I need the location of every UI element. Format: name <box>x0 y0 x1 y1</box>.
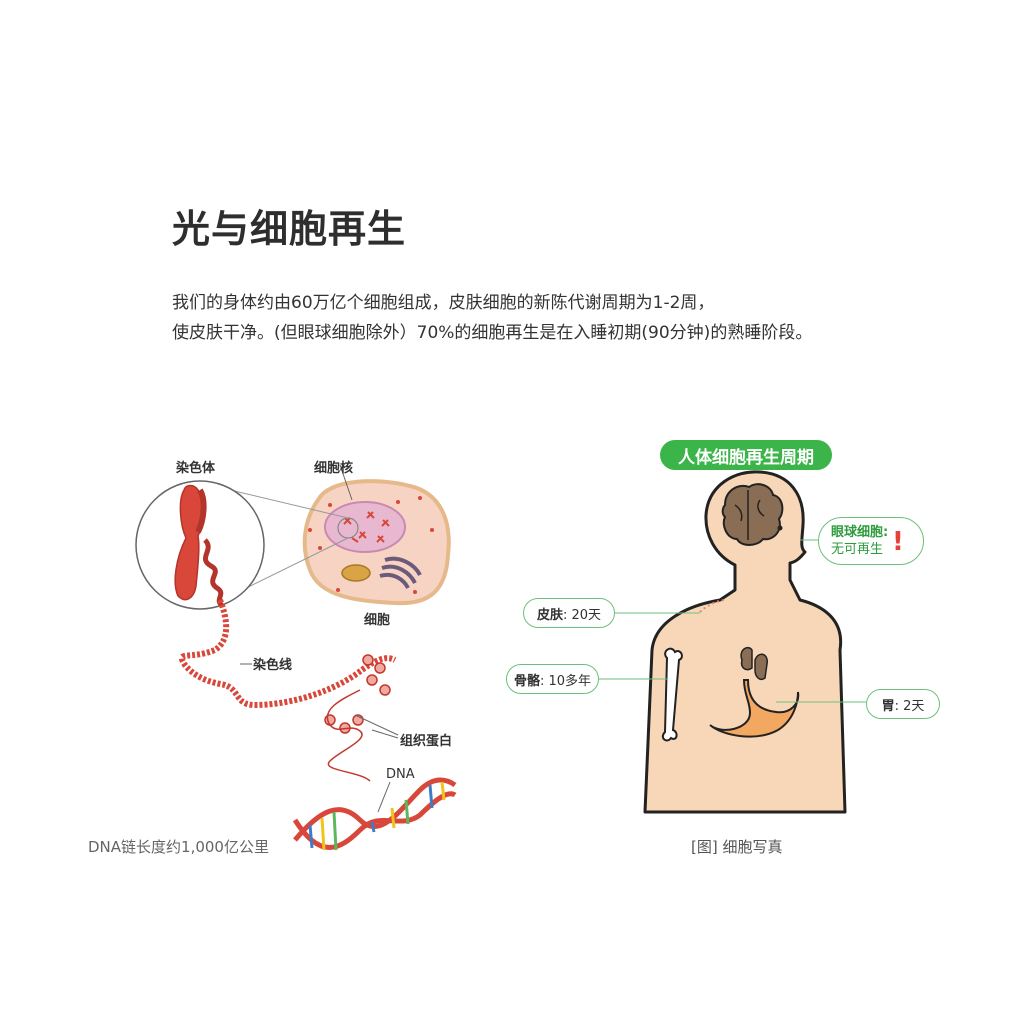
chromosome-magnified-view <box>135 480 265 610</box>
label-nucleus: 细胞核 <box>314 460 353 476</box>
label-chromosome: 染色体 <box>175 460 216 476</box>
intro-line-2: 使皮肤干净。(但眼球细胞除外）70%的细胞再生是在入睡初期(90分钟)的熟睡阶段… <box>172 323 813 343</box>
skin-value: : 20天 <box>562 607 602 623</box>
human-body-illustration <box>643 470 847 814</box>
skin-callout: 皮肤 : 20天 <box>523 598 615 628</box>
intro-line-1: 我们的身体约由60万亿个细胞组成，皮肤细胞的新陈代谢周期为1-2周， <box>172 293 715 313</box>
cell-illustration <box>302 479 451 606</box>
stomach-callout: 胃 : 2天 <box>866 689 940 719</box>
bone-value: : 10多年 <box>539 673 592 689</box>
alert-icon: ! <box>892 527 904 557</box>
label-chromatin: 染色线 <box>252 657 292 673</box>
eye-cell-note: 无可再生 <box>831 542 884 557</box>
chromatin-coil <box>178 598 397 782</box>
stomach-value: : 2天 <box>894 698 925 714</box>
eye-cell-callout: 眼球细胞: 无可再生 <box>818 517 924 565</box>
label-cell: 细胞 <box>364 612 390 628</box>
figure-caption: [图] 细胞写真 <box>691 838 783 856</box>
dna-double-helix <box>292 777 457 851</box>
body-diagram-title: 人体细胞再生周期 <box>660 440 832 470</box>
label-histone: 组织蛋白 <box>400 733 452 749</box>
skin-label: 皮肤 <box>536 607 563 623</box>
label-dna: DNA <box>386 767 415 782</box>
page-title: 光与细胞再生 <box>172 207 407 251</box>
stomach-label: 胃 <box>881 698 895 714</box>
intro-paragraph: 我们的身体约由60万亿个细胞组成，皮肤细胞的新陈代谢周期为1-2周， 使皮肤干净… <box>172 288 932 348</box>
eye-cell-label: 眼球细胞: <box>831 525 889 540</box>
dna-caption: DNA链长度约1,000亿公里 <box>88 838 269 856</box>
bone-callout: 骨骼 : 10多年 <box>506 664 599 694</box>
bone-label: 骨骼 <box>513 673 540 689</box>
